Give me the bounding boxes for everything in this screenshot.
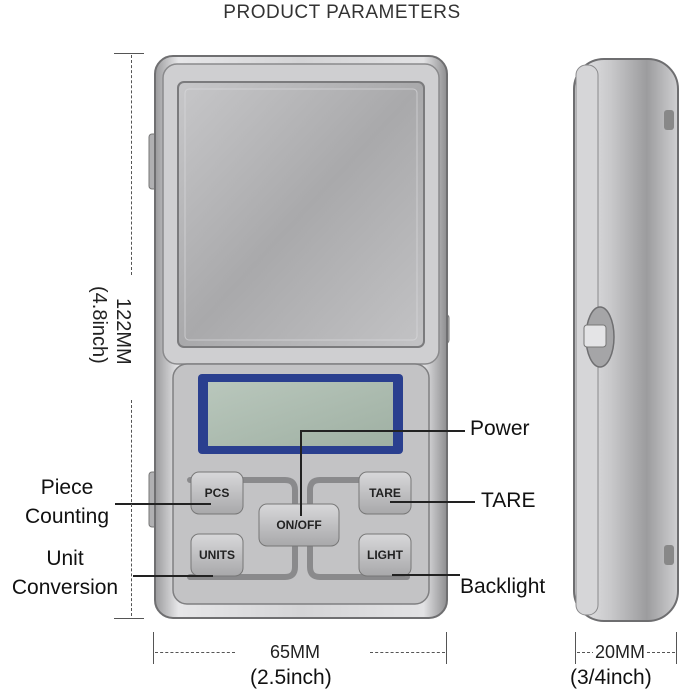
piece-counting-callout-line — [115, 503, 211, 505]
tare-label: TARE — [481, 489, 536, 512]
width-dim-right-tick — [446, 632, 447, 664]
pcs-button[interactable]: PCS — [191, 472, 243, 514]
page-title: PRODUCT PARAMETERS — [223, 2, 461, 23]
tare-button-label: TARE — [369, 486, 401, 500]
height-dim-line-bottom — [131, 400, 132, 616]
tare-button[interactable]: TARE — [359, 472, 411, 514]
backlight-label: Backlight — [460, 575, 546, 598]
height-mm-label: 122MM — [112, 298, 134, 365]
unit-conversion-label: Unit Conversion — [0, 544, 130, 602]
units-button[interactable]: UNITS — [191, 534, 243, 576]
depth-mm-label: 20MM — [593, 642, 648, 663]
unit-conversion-line2: Conversion — [11, 576, 119, 599]
on-off-button-label: ON/OFF — [276, 518, 322, 532]
width-dim-line-right — [370, 652, 445, 653]
power-callout-line — [300, 430, 302, 516]
units-button-label: UNITS — [199, 548, 235, 562]
depth-dim-right-tick — [676, 632, 677, 664]
power-callout-line-h — [300, 430, 465, 432]
depth-dim-left-tick — [575, 632, 576, 664]
light-button-label: LIGHT — [367, 548, 403, 562]
power-label: Power — [470, 417, 530, 440]
height-dim-bottom-tick — [114, 618, 144, 619]
unit-conversion-line1: Unit — [46, 547, 84, 570]
on-off-button[interactable]: ON/OFF — [259, 504, 339, 546]
width-inch-label: (2.5inch) — [250, 666, 332, 689]
tare-callout-line — [390, 501, 475, 503]
scale-side-view — [573, 58, 679, 622]
piece-counting-line1: Piece — [40, 476, 94, 499]
pcs-button-label: PCS — [204, 486, 230, 500]
unit-conversion-callout-line — [133, 575, 213, 577]
depth-inch-label: (3/4inch) — [570, 666, 652, 689]
height-dim-top-tick — [114, 53, 144, 54]
width-dim-left-tick — [153, 632, 154, 664]
backlight-callout-line — [392, 574, 460, 576]
piece-counting-line2: Counting — [24, 505, 110, 528]
light-button[interactable]: LIGHT — [359, 534, 411, 576]
piece-counting-label: Piece Counting — [12, 473, 122, 531]
scale-front-view — [148, 55, 450, 619]
height-inch-label: (4.8inch) — [88, 286, 110, 364]
width-mm-label: 65MM — [270, 642, 321, 662]
height-dim-line-top — [131, 55, 132, 275]
width-dim-line-left — [155, 652, 235, 653]
